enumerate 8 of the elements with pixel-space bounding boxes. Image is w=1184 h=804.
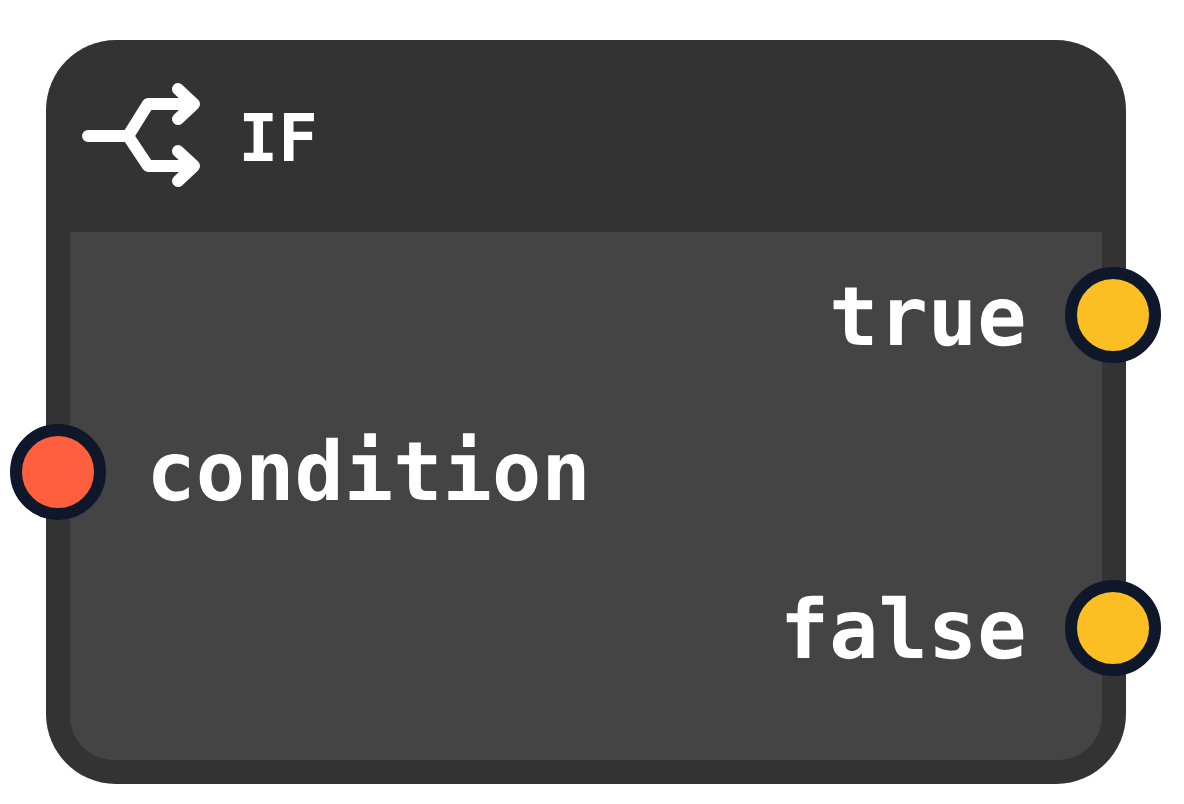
node-title: IF [243,112,314,161]
body-panel [70,232,1102,760]
port-label: false [786,595,1024,660]
port-label: true [833,287,1024,347]
port-dot [1065,580,1161,676]
port-label: condition [153,433,585,502]
port-dot [1065,267,1161,363]
port-dot [10,424,106,520]
